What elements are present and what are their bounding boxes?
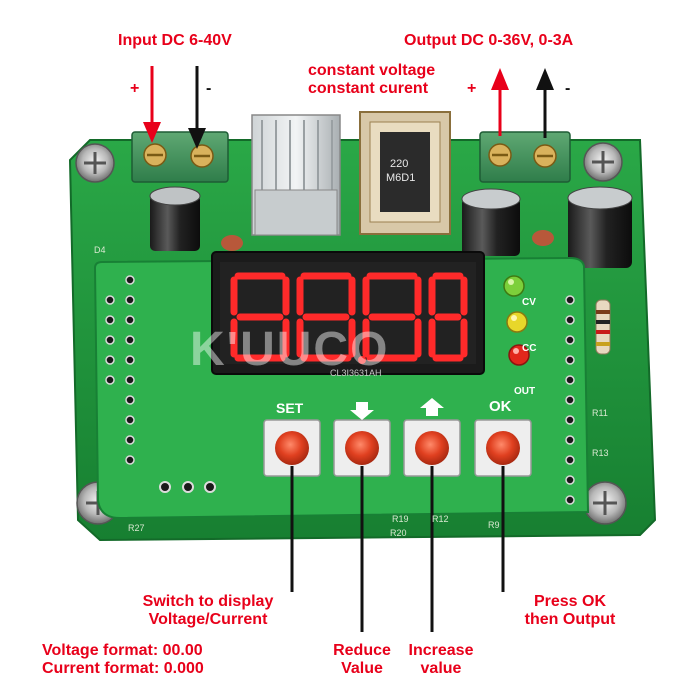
- input-label: Input DC 6-40V: [118, 32, 232, 49]
- left-pin-header: [105, 275, 135, 465]
- reduce-value-label: Reduce Value: [322, 642, 402, 679]
- button-annotation-lines: [290, 466, 505, 632]
- screw-bottom-right: [583, 481, 627, 525]
- input-minus-sign: -: [206, 80, 212, 97]
- led-out-label: OUT: [514, 386, 536, 397]
- led-cc: [506, 311, 528, 333]
- capacitor-right: [567, 186, 633, 268]
- button-set[interactable]: [263, 419, 321, 477]
- increase-line2: value: [420, 660, 462, 678]
- output-plus-arrow: [491, 68, 509, 136]
- reduce-line2: Value: [341, 660, 383, 678]
- silk-r20: R20: [390, 528, 407, 538]
- led-cv-label: CV: [522, 297, 536, 308]
- led-out: [508, 344, 530, 366]
- output-plus-sign: +: [467, 80, 477, 97]
- right-pin-header: [565, 295, 575, 505]
- press-ok-line2: then Output: [524, 611, 616, 629]
- increase-value-label: Increase value: [396, 642, 486, 679]
- constant-voltage-label: constant voltage: [308, 62, 436, 79]
- screw-top-left: [75, 143, 115, 183]
- output-minus-arrow: [536, 68, 554, 138]
- led-cv: [503, 275, 525, 297]
- inductor: [359, 111, 451, 235]
- increase-line1: Increase: [408, 642, 474, 659]
- reduce-line1: Reduce: [333, 642, 391, 659]
- resistor: [595, 299, 611, 355]
- button-up[interactable]: [403, 419, 461, 477]
- screw-top-right: [583, 142, 623, 182]
- output-label: Output DC 0-36V, 0-3A: [404, 32, 574, 49]
- constant-current-label: constant curent: [308, 80, 429, 97]
- press-ok-label: Press OK then Output: [505, 593, 635, 630]
- input-plus-arrow: [143, 66, 161, 143]
- display-part-number: CL3I3631AH: [330, 368, 382, 378]
- voltage-format-label: Voltage format: 00.00: [42, 642, 203, 659]
- up-arrow-icon: [420, 398, 444, 416]
- input-plus-sign: +: [130, 80, 140, 97]
- ceramic-cap-1: [221, 235, 243, 251]
- switch-display-line1: Switch to display: [142, 593, 274, 610]
- silk-r12: R12: [432, 514, 449, 524]
- inductor-code-1: 220: [390, 158, 409, 170]
- switch-display-label: Switch to display Voltage/Current: [128, 593, 288, 630]
- led-cc-label: CC: [522, 343, 537, 354]
- current-format-label: Current format: 0.000: [42, 660, 204, 677]
- input-minus-arrow: [188, 66, 206, 149]
- inductor-code-2: M6D1: [386, 172, 416, 184]
- button-ok[interactable]: [474, 419, 532, 477]
- silk-r19: R19: [392, 514, 409, 524]
- press-ok-line1: Press OK: [533, 593, 607, 610]
- silk-r9: R9: [488, 520, 500, 530]
- silk-d4: D4: [94, 245, 106, 255]
- capacitor-middle: [461, 188, 521, 256]
- silk-r13: R13: [592, 448, 609, 458]
- output-terminal-block: [479, 131, 571, 183]
- watermark: K'UUCO: [190, 323, 390, 376]
- display-digits: [230, 272, 468, 362]
- ceramic-cap-2: [532, 230, 554, 246]
- output-minus-sign: -: [565, 80, 571, 97]
- capacitor-left: [149, 186, 201, 251]
- silk-r11: R11: [592, 408, 608, 418]
- down-arrow-icon: [350, 402, 374, 420]
- heatsink: [251, 114, 341, 236]
- ok-button-label: OK: [489, 398, 512, 415]
- bottom-holes: [159, 481, 216, 493]
- silk-r27: R27: [128, 523, 145, 533]
- set-button-label: SET: [276, 400, 304, 416]
- input-terminal-block: [131, 131, 229, 183]
- switch-display-line2: Voltage/Current: [148, 611, 268, 629]
